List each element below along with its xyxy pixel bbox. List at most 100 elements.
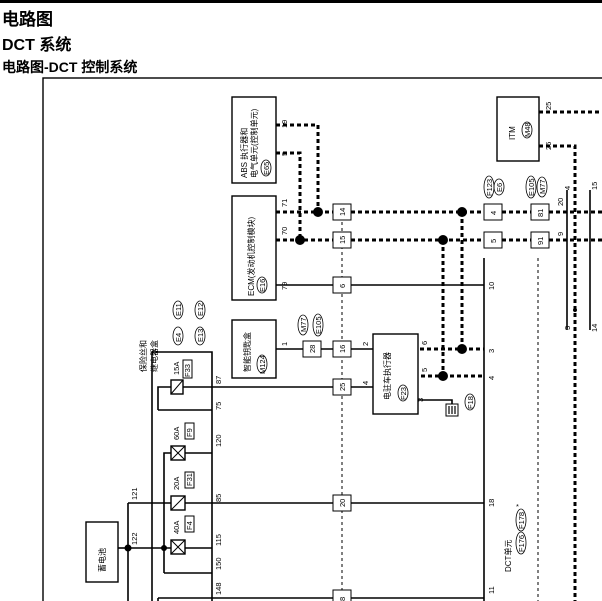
battery-label: 蓄电池: [97, 548, 107, 572]
conn-8-label: 8: [338, 597, 347, 601]
fuse-box-outline-right: [152, 351, 213, 601]
fuse-box-code-e4: E4: [174, 333, 183, 342]
conn-6: [332, 276, 352, 294]
fuse-box-label-1: 保险丝和: [138, 340, 148, 372]
fuse-bus-e: [157, 597, 212, 601]
abs-can-low: [276, 151, 302, 240]
fuse-box-badge-e4: [172, 326, 184, 346]
fuse-60a-code-box: [184, 422, 195, 440]
diagram-title: 电路图-DCT 控制系统: [2, 59, 138, 75]
fuse-40a-rating: 40A: [172, 521, 181, 534]
fuse-20a-code-box: [184, 471, 195, 489]
ground-symbol: [445, 403, 459, 417]
fuse-15a-code: F33: [183, 364, 192, 377]
right-junction: [573, 308, 577, 312]
badge-e6: [493, 178, 505, 196]
dct-pin-10: 10: [487, 282, 496, 290]
conn-28-label: 28: [308, 345, 317, 353]
conn-81-label: 81: [536, 209, 545, 217]
fuse-15a-rating: 15A: [172, 362, 181, 375]
ecm-pin-70: 70: [280, 227, 289, 235]
parking-actuator-pin-4: 4: [361, 381, 370, 385]
ecm-pin-71: 71: [280, 199, 289, 207]
badge-m77a-label: M77: [538, 179, 547, 194]
conn-91-label: 91: [536, 237, 545, 245]
conn-25-label: 25: [338, 383, 347, 391]
dct-pin-11: 11: [487, 586, 496, 594]
smart-key-box: [231, 319, 277, 379]
conn-25: [332, 378, 352, 396]
actuator-can-low: [418, 240, 445, 378]
fuse-side-pin-121: 121: [130, 487, 139, 500]
parking-actuator-pin-6: 6: [420, 341, 429, 345]
abs-code: E65: [262, 162, 271, 175]
itm-box: [496, 96, 540, 162]
junction-dct-low: [438, 371, 448, 381]
conn-6-label: 6: [338, 284, 347, 288]
fuse-box-code-e12: E12: [196, 303, 205, 316]
right-pin-9: 9: [556, 232, 565, 236]
parking-actuator-box: [372, 333, 419, 415]
ecm-label: ECM(发动机控制模块): [246, 217, 256, 296]
abs-unit-box: [231, 96, 277, 184]
parking-actuator-pin-2: 2: [361, 342, 370, 346]
conn-14-label: 14: [338, 208, 347, 216]
fuse-40a-code-box: [184, 515, 195, 533]
badge-e6-label: E6: [495, 183, 504, 192]
parking-actuator-label: 电驻车执行器: [382, 352, 392, 400]
fuse-15a-pin-87: 87: [214, 376, 223, 384]
parking-actuator-connector-badge: [397, 384, 409, 402]
parking-actuator-code: F23: [399, 387, 408, 400]
conn-15: [332, 231, 352, 249]
diagram-frame: [42, 77, 602, 601]
fuse-box-badge-e11: [172, 300, 184, 320]
conn-4: [483, 203, 503, 221]
conn-8: [332, 589, 352, 601]
dct-pin-4: 4: [487, 376, 496, 380]
badge-e105a: [525, 175, 537, 199]
fuse-60a-code: F9: [185, 428, 194, 437]
fuse-side-pin-148: 148: [214, 582, 223, 595]
junction-dct-high: [457, 344, 467, 354]
fuse-box-badge-e13: [194, 326, 206, 346]
dct-badge-f178-label: F178: [517, 512, 526, 529]
itm-label: ITM: [508, 126, 517, 140]
abs-connector-badge: [260, 159, 272, 177]
fuse-side-pin-150: 150: [214, 557, 223, 570]
badge-e105b: [312, 313, 324, 337]
itm-connector-badge: [521, 121, 533, 139]
header-rule: [0, 0, 602, 3]
fuse-box-code-e11: E11: [174, 303, 183, 316]
battery-junction-b: [161, 545, 167, 551]
fuse-side-pin-122: 122: [130, 532, 139, 545]
fuse-20a-rating: 20A: [172, 477, 181, 490]
ground-code: F18: [466, 396, 475, 409]
conn-20: [332, 494, 352, 512]
conn-16: [332, 340, 352, 358]
badge-m77b: [297, 314, 309, 336]
conn-91: [530, 231, 550, 249]
smart-key-code: M124: [258, 355, 267, 374]
conn-5-label: 5: [489, 239, 498, 243]
fuse-15a-pin-75: 75: [214, 402, 223, 410]
dct-star: *: [516, 502, 519, 511]
battery-junction-a: [124, 544, 132, 552]
right-pin-15: 15: [590, 182, 599, 190]
dct-pin-3: 3: [487, 349, 496, 353]
conn-5: [483, 231, 503, 249]
junction-abs-low: [295, 235, 305, 245]
ecm-pin-79: 79: [280, 282, 289, 290]
conn-14: [332, 203, 352, 221]
fuse-15a-loop: [157, 386, 171, 410]
badge-e105b-label: E105: [314, 316, 323, 334]
junction-abs-high: [313, 207, 323, 217]
ground-wire: [418, 399, 453, 404]
fuse-40a-pin: 115: [214, 534, 223, 546]
fuse-bus-a: [163, 452, 171, 548]
fuse-20a-code: F31: [185, 473, 194, 486]
fuse-60a-rating: 60A: [172, 427, 181, 440]
abs-can-high: [276, 123, 320, 212]
fuse-40a-code: F4: [185, 521, 194, 530]
badge-e105a-label: E105: [527, 178, 536, 196]
